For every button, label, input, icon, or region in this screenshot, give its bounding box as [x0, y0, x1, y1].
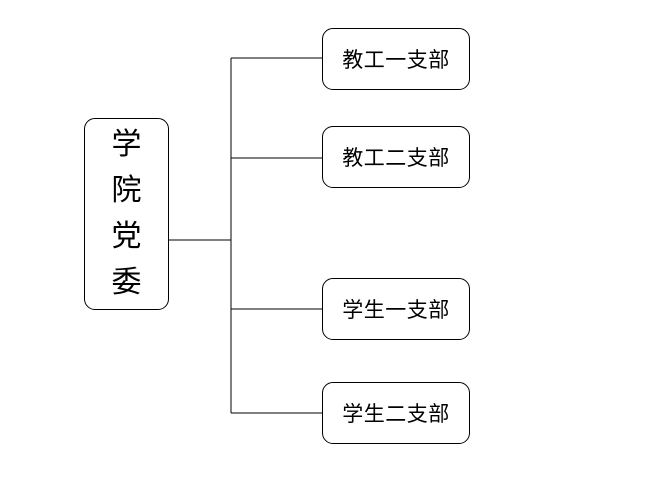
child-node-box-1: 教工一支部 [322, 28, 470, 90]
child-node-label-1: 教工一支部 [342, 48, 450, 72]
child-node-label-3: 学生一支部 [342, 298, 450, 322]
root-node-box: 学院党委 [84, 118, 169, 310]
child-node-label-4: 学生二支部 [342, 402, 450, 426]
child-node-box-2: 教工二支部 [322, 126, 470, 188]
root-node-label: 学院党委 [111, 127, 142, 300]
child-node-box-4: 学生二支部 [322, 382, 470, 444]
child-node-box-3: 学生一支部 [322, 278, 470, 340]
child-node-label-2: 教工二支部 [342, 146, 450, 170]
